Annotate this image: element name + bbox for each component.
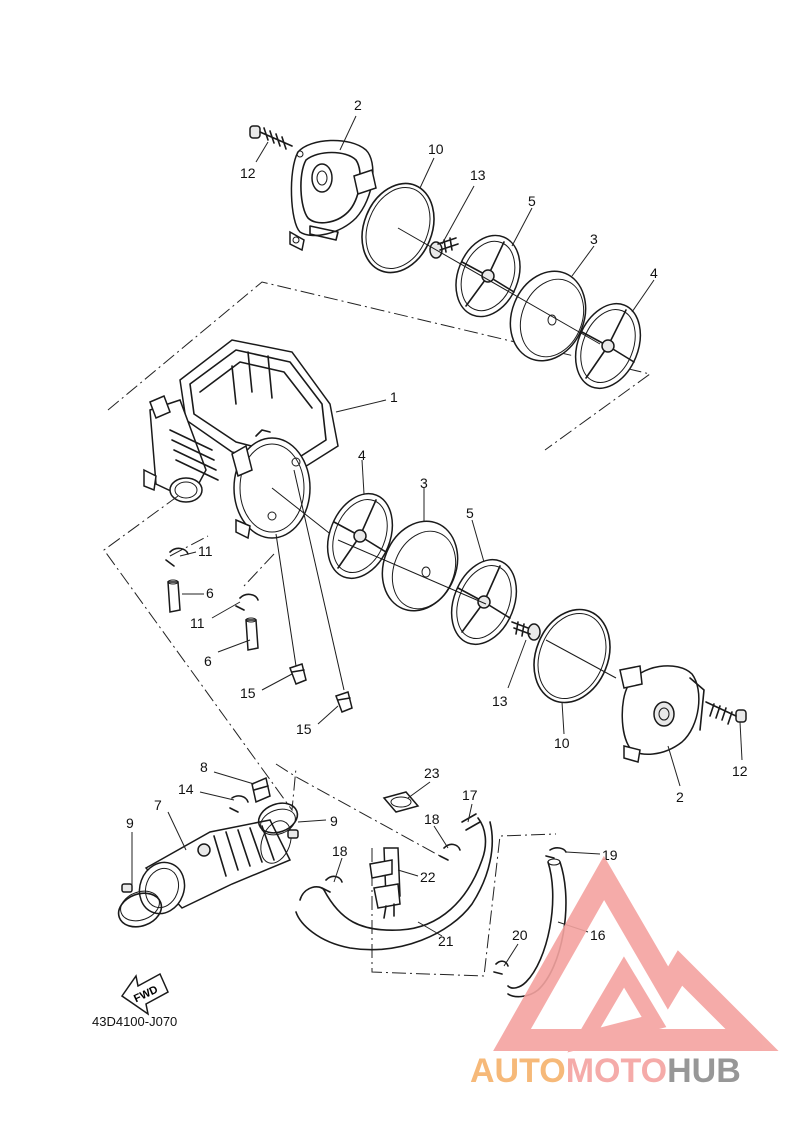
callout-11: 11 bbox=[198, 543, 213, 559]
screw-part-13-mid bbox=[511, 621, 541, 641]
callout-15: 15 bbox=[296, 721, 312, 737]
callout-13: 13 bbox=[492, 693, 508, 709]
filter-element-part-3-mid bbox=[381, 520, 459, 612]
element-holder-part-5-mid bbox=[450, 558, 518, 646]
callout-14: 14 bbox=[178, 781, 194, 797]
callout-labels: 2 12 10 13 5 3 4 1 4 3 5 11 6 11 6 15 15… bbox=[126, 97, 748, 949]
hose-part-21 bbox=[295, 817, 493, 951]
callout-13: 13 bbox=[470, 167, 486, 183]
clip-part-20 bbox=[493, 960, 509, 975]
top-assembly-frame bbox=[107, 281, 652, 451]
callout-1: 1 bbox=[390, 389, 398, 405]
top-axis-line bbox=[397, 227, 601, 345]
callout-7: 7 bbox=[154, 797, 162, 813]
svg-text:AUTOMOTOHUB: AUTOMOTOHUB bbox=[470, 1052, 741, 1090]
callout-12: 12 bbox=[240, 165, 256, 181]
clip-part-19 bbox=[545, 847, 567, 859]
callout-3: 3 bbox=[420, 475, 428, 491]
callout-15: 15 bbox=[240, 685, 256, 701]
element-holder-part-5-top bbox=[455, 234, 521, 318]
callout-18: 18 bbox=[424, 811, 440, 827]
joint-part-7 bbox=[138, 819, 292, 915]
element-holder-part-4-mid bbox=[326, 492, 394, 580]
callout-10: 10 bbox=[554, 735, 570, 751]
clip-part-17 bbox=[461, 813, 481, 831]
callout-18: 18 bbox=[332, 843, 348, 859]
callout-23: 23 bbox=[424, 765, 440, 781]
callout-8: 8 bbox=[200, 759, 208, 775]
callout-4: 4 bbox=[650, 265, 658, 281]
callout-16: 16 bbox=[590, 927, 606, 943]
lower-frame-left bbox=[275, 763, 441, 857]
callout-5: 5 bbox=[466, 505, 474, 521]
plug-part-15-b bbox=[335, 691, 353, 713]
clip-part-18-a bbox=[439, 843, 461, 861]
o-ring-part-10-mid bbox=[533, 608, 611, 704]
cover-part-2-top bbox=[289, 139, 377, 252]
clip-part-11-b bbox=[235, 593, 259, 611]
callout-19: 19 bbox=[602, 847, 618, 863]
callout-9: 9 bbox=[330, 813, 338, 829]
callout-2: 2 bbox=[354, 97, 362, 113]
plug-part-15-a bbox=[289, 663, 307, 685]
watermark-hub: HUB bbox=[667, 1052, 741, 1090]
callout-17: 17 bbox=[462, 787, 478, 803]
clip-part-11-a bbox=[165, 547, 189, 567]
callout-4: 4 bbox=[358, 447, 366, 463]
filter-element-part-3-top bbox=[509, 270, 587, 362]
leader-lines bbox=[131, 115, 743, 967]
callout-11: 11 bbox=[190, 615, 205, 631]
diagram-code: 43D4100-J070 bbox=[92, 1014, 177, 1029]
hose-frame bbox=[371, 833, 557, 977]
joint-fitting-part-22 bbox=[369, 847, 401, 919]
drain-tube-part-6-b bbox=[245, 617, 259, 651]
screw-part-12-top bbox=[249, 125, 293, 150]
air-cleaner-case-part-1 bbox=[143, 339, 339, 540]
callout-6: 6 bbox=[206, 585, 214, 601]
screw-part-12-right bbox=[705, 701, 747, 725]
watermark-logo-icon bbox=[493, 855, 779, 1053]
fwd-direction-arrow: FWD bbox=[120, 972, 169, 1016]
box-lower-frame-left bbox=[103, 495, 297, 812]
callout-3: 3 bbox=[590, 231, 598, 247]
watermark-auto: AUTO bbox=[470, 1052, 566, 1090]
o-ring-part-10-top bbox=[361, 182, 435, 274]
callout-9: 9 bbox=[126, 815, 134, 831]
element-holder-part-4-top bbox=[574, 302, 642, 390]
cover-part-2-right bbox=[619, 665, 705, 763]
callout-21: 21 bbox=[438, 933, 454, 949]
clip-part-18-b bbox=[321, 875, 343, 893]
callout-6: 6 bbox=[204, 653, 212, 669]
clamp-part-9-right bbox=[257, 802, 299, 839]
callout-12: 12 bbox=[732, 763, 748, 779]
callout-2: 2 bbox=[676, 789, 684, 805]
callout-10: 10 bbox=[428, 141, 444, 157]
watermark: AUTOMOTOHUB bbox=[470, 855, 779, 1090]
fitting-part-8 bbox=[251, 776, 271, 804]
callout-5: 5 bbox=[528, 193, 536, 209]
clip-part-14 bbox=[229, 795, 249, 813]
callout-22: 22 bbox=[420, 869, 436, 885]
drain-tube-part-6-a bbox=[167, 579, 181, 613]
callout-20: 20 bbox=[512, 927, 528, 943]
watermark-moto: MOTO bbox=[566, 1052, 667, 1090]
